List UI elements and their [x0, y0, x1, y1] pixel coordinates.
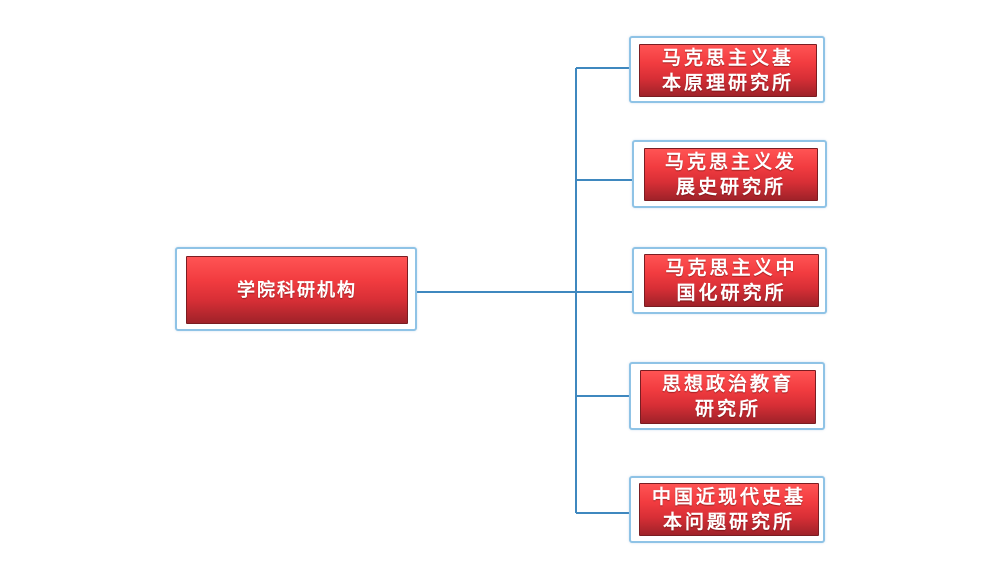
child-node-3-label: 马克思主义中 国化研究所: [665, 256, 798, 304]
child-node-2: 马克思主义发 展史研究所: [632, 140, 827, 208]
child-node-2-label: 马克思主义发 展史研究所: [664, 150, 797, 198]
child-node-4: 思想政治教育 研究所: [629, 362, 825, 430]
child-node-2-box: 马克思主义发 展史研究所: [644, 148, 818, 201]
child-node-1: 马克思主义基 本原理研究所: [629, 36, 825, 103]
root-node-box: 学院科研机构: [186, 256, 408, 324]
child-node-5: 中国近现代史基 本问题研究所: [629, 476, 825, 543]
child-node-3-box: 马克思主义中 国化研究所: [644, 254, 819, 307]
root-node-label: 学院科研机构: [237, 279, 357, 301]
child-node-5-label: 中国近现代史基 本问题研究所: [651, 485, 806, 533]
root-node: 学院科研机构: [175, 247, 417, 331]
child-node-1-box: 马克思主义基 本原理研究所: [639, 44, 817, 97]
child-node-1-label: 马克思主义基 本原理研究所: [661, 46, 794, 94]
child-node-5-box: 中国近现代史基 本问题研究所: [639, 483, 819, 536]
child-node-4-label: 思想政治教育 研究所: [661, 373, 794, 420]
child-node-3: 马克思主义中 国化研究所: [632, 247, 827, 314]
child-node-4-box: 思想政治教育 研究所: [640, 370, 816, 424]
